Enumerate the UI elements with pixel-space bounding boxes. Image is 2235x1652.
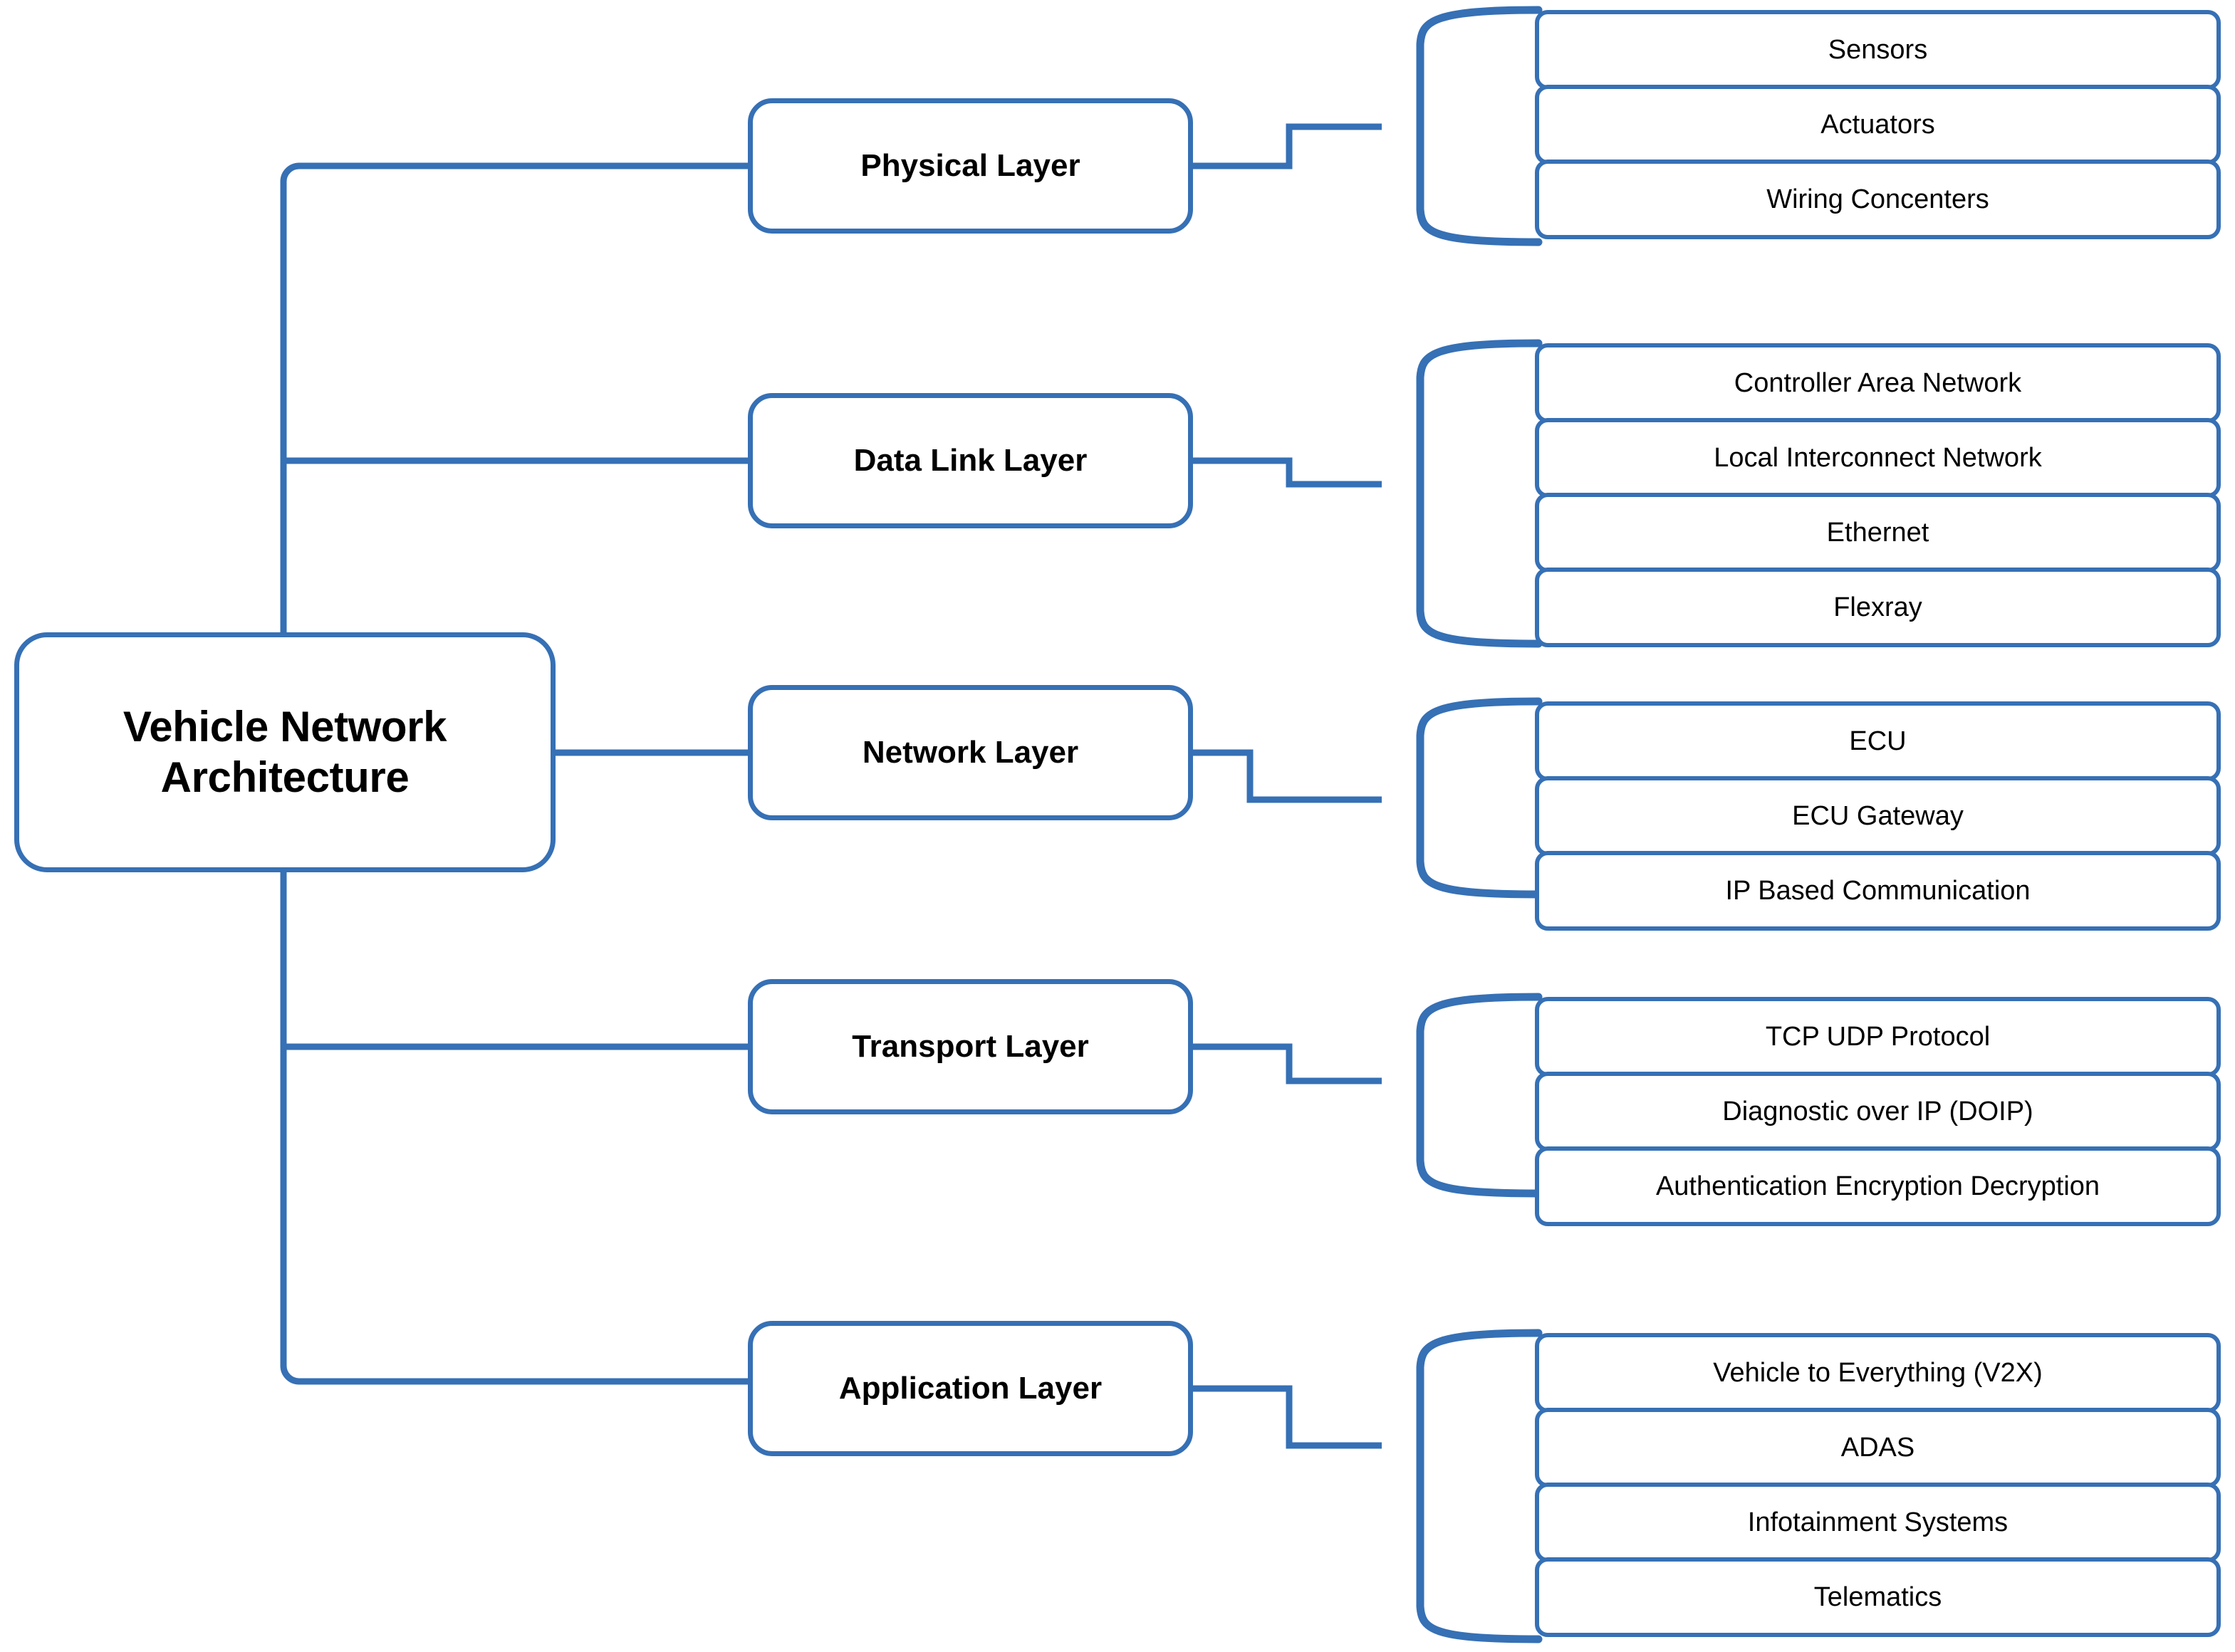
leaf-label: Diagnostic over IP (DOIP): [1722, 1096, 2033, 1126]
leaf-label: ECU: [1849, 726, 1907, 756]
connector-datalink: [1193, 457, 1382, 488]
leaf-item[interactable]: Diagnostic over IP (DOIP): [1535, 1072, 2221, 1151]
leaf-label: ADAS: [1840, 1432, 1915, 1463]
leaf-item[interactable]: Local Interconnect Network: [1535, 418, 2221, 498]
connector-physical: [1193, 123, 1382, 169]
connector-application: [1193, 1385, 1382, 1449]
leaf-item[interactable]: Flexray: [1535, 568, 2221, 647]
leaf-label: TCP UDP Protocol: [1765, 1021, 1991, 1052]
bracket-network: [1416, 697, 1543, 899]
leaf-label: Sensors: [1828, 34, 1928, 65]
leaf-label: Actuators: [1820, 109, 1935, 140]
layer-node-network[interactable]: Network Layer: [748, 685, 1193, 820]
layer-label-physical: Physical Layer: [860, 148, 1080, 183]
layer-label-network: Network Layer: [862, 735, 1079, 770]
leaf-item[interactable]: ECU: [1535, 701, 2221, 781]
leaf-label: Local Interconnect Network: [1714, 442, 2042, 473]
leaf-item[interactable]: ECU Gateway: [1535, 776, 2221, 856]
layer-node-transport[interactable]: Transport Layer: [748, 979, 1193, 1114]
root-node[interactable]: Vehicle Network Architecture: [14, 632, 556, 872]
bracket-datalink: [1416, 339, 1543, 648]
leaf-label: Flexray: [1833, 592, 1922, 622]
leaf-item[interactable]: Wiring Concenters: [1535, 160, 2221, 239]
layer-label-application: Application Layer: [838, 1371, 1103, 1406]
connector-transport: [1193, 1043, 1382, 1084]
layer-label-data-link: Data Link Layer: [853, 443, 1088, 478]
layer-node-physical[interactable]: Physical Layer: [748, 98, 1193, 234]
leaf-label: ECU Gateway: [1792, 800, 1964, 831]
leaf-item[interactable]: Authentication Encryption Decryption: [1535, 1146, 2221, 1226]
leaf-item[interactable]: Sensors: [1535, 10, 2221, 90]
root-title-line-1: Vehicle Network: [123, 702, 447, 751]
leaf-item[interactable]: Telematics: [1535, 1557, 2221, 1637]
bracket-physical: [1416, 6, 1543, 246]
leaf-item[interactable]: Controller Area Network: [1535, 343, 2221, 423]
bracket-transport: [1416, 993, 1543, 1198]
leaf-label: Infotainment Systems: [1747, 1507, 2009, 1537]
leaf-label: Wiring Concenters: [1766, 184, 1989, 214]
leaf-label: Vehicle to Everything (V2X): [1713, 1357, 2043, 1388]
leaf-label: Controller Area Network: [1734, 367, 2022, 398]
leaf-item[interactable]: Actuators: [1535, 85, 2221, 164]
leaf-item[interactable]: Infotainment Systems: [1535, 1483, 2221, 1562]
connector-network: [1193, 749, 1382, 803]
root-title-line-2: Architecture: [160, 753, 410, 801]
leaf-item[interactable]: Vehicle to Everything (V2X): [1535, 1333, 2221, 1413]
leaf-label: Telematics: [1813, 1582, 1942, 1612]
leaf-item[interactable]: TCP UDP Protocol: [1535, 997, 2221, 1077]
leaf-item[interactable]: Ethernet: [1535, 493, 2221, 573]
leaf-label: Authentication Encryption Decryption: [1655, 1171, 2100, 1201]
leaf-item[interactable]: IP Based Communication: [1535, 851, 2221, 931]
leaf-item[interactable]: ADAS: [1535, 1408, 2221, 1488]
layer-node-data-link[interactable]: Data Link Layer: [748, 393, 1193, 528]
bracket-application: [1416, 1329, 1543, 1643]
layer-label-transport: Transport Layer: [852, 1029, 1089, 1064]
leaf-label: IP Based Communication: [1725, 875, 2031, 906]
layer-node-application[interactable]: Application Layer: [748, 1321, 1193, 1456]
leaf-label: Ethernet: [1826, 517, 1929, 548]
